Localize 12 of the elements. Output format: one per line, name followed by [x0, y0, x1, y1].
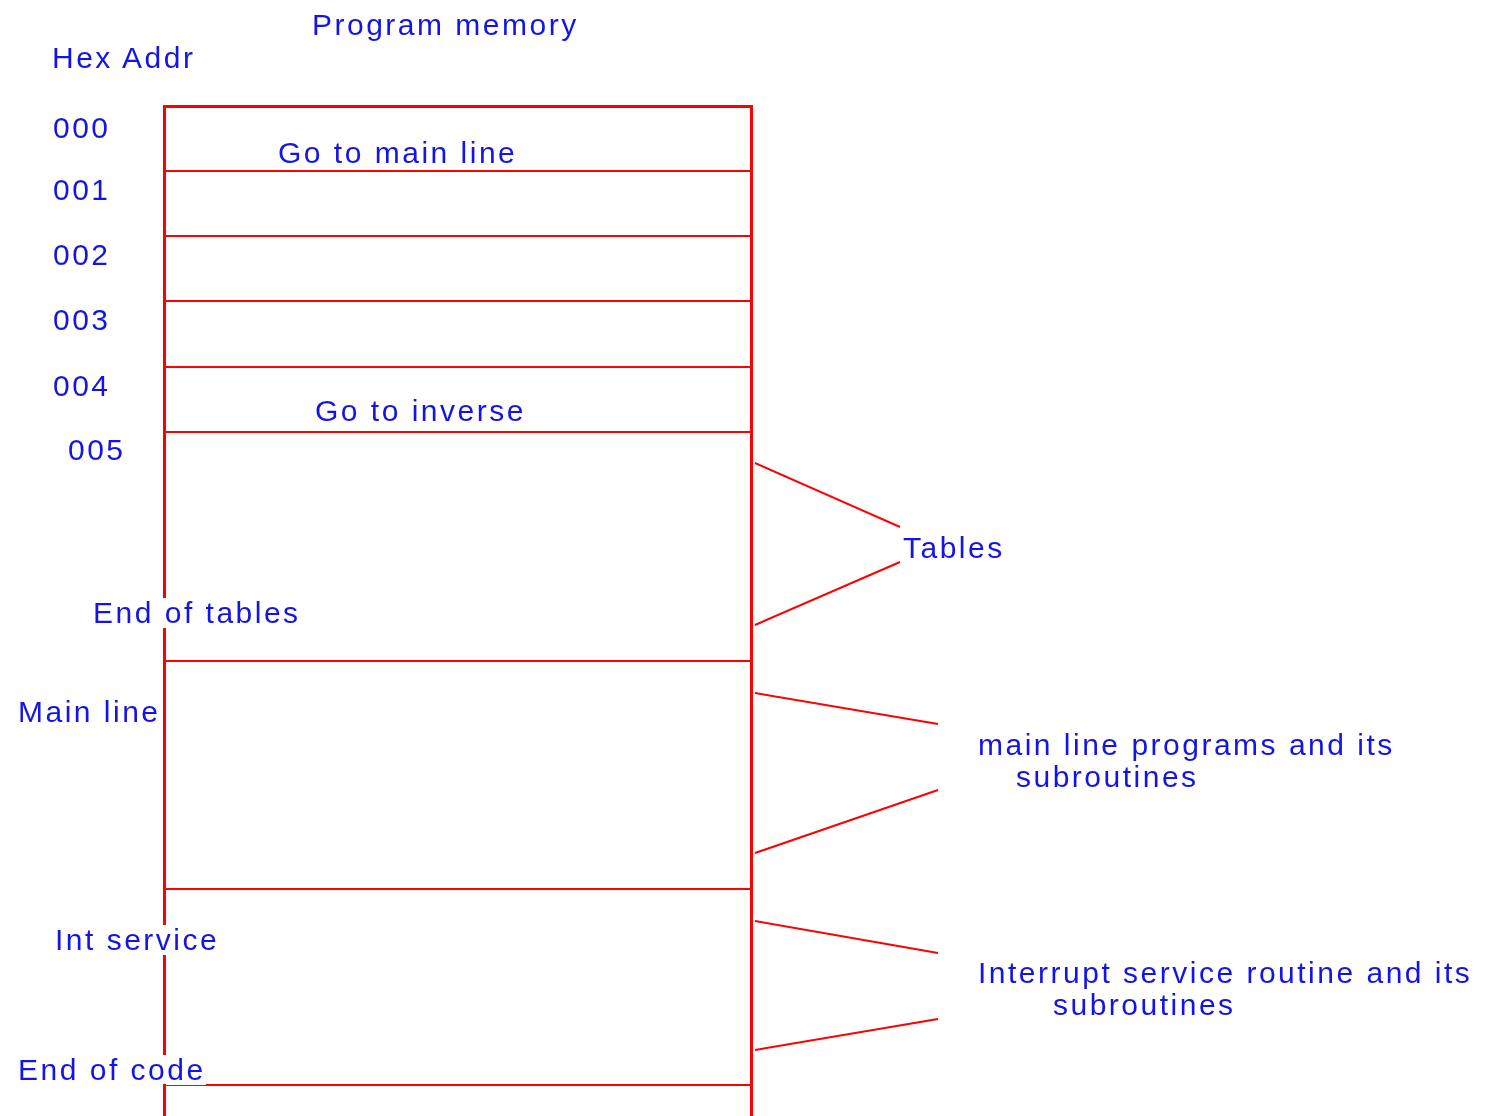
address-label: 003 — [53, 305, 111, 335]
address-label: 004 — [53, 371, 111, 401]
region-label: End of code — [18, 1055, 206, 1085]
range-label: Tables — [903, 532, 1005, 564]
address-label: 002 — [53, 240, 111, 270]
address-label: 005 — [68, 435, 126, 465]
address-label: 000 — [53, 113, 111, 143]
column-heading: Hex Addr — [52, 42, 196, 74]
range-label: Interrupt service routine and its subroutines — [978, 957, 1474, 1021]
range-label: main line programs and its subroutines — [978, 729, 1396, 793]
diagram-title: Program memory — [312, 10, 579, 40]
address-label: 001 — [53, 175, 111, 205]
